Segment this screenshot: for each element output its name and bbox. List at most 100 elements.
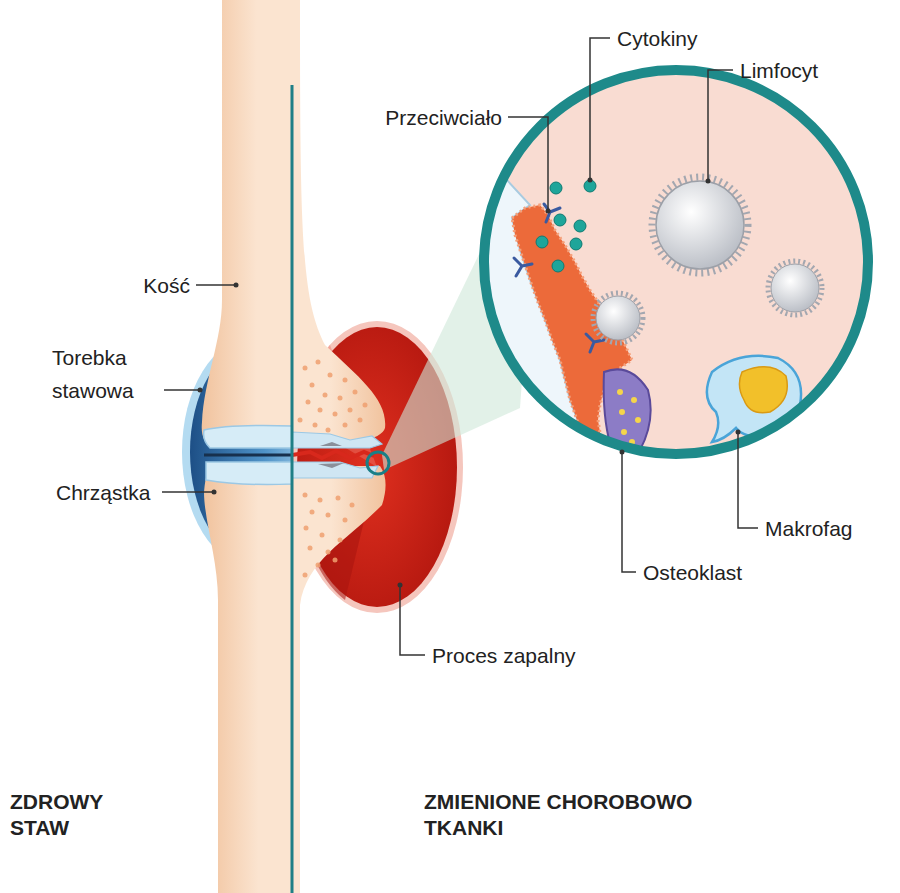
bone-erosion bbox=[303, 493, 308, 498]
macrophage-cell bbox=[707, 356, 801, 442]
bone-erosion bbox=[333, 558, 338, 563]
bone-erosion bbox=[304, 526, 309, 531]
bone bbox=[204, 466, 386, 893]
leader-dot bbox=[736, 430, 741, 435]
bone-erosion bbox=[343, 423, 348, 428]
bone bbox=[202, 0, 386, 893]
part-label: Kość bbox=[143, 273, 190, 298]
leader-line bbox=[196, 284, 236, 286]
osteoclast-cell bbox=[621, 429, 627, 435]
part-label: Makrofag bbox=[765, 516, 853, 541]
leader-line bbox=[162, 38, 758, 655]
bone-erosion bbox=[353, 390, 358, 395]
leader-dot bbox=[706, 179, 711, 184]
bone-erosion bbox=[308, 546, 313, 551]
cartilage bbox=[206, 462, 292, 485]
leader-line bbox=[738, 432, 758, 528]
lymphocyte-cell bbox=[652, 177, 748, 273]
bone-erosion bbox=[320, 533, 325, 538]
osteoclast-cell bbox=[617, 389, 641, 445]
section-heading: ZDROWY STAW bbox=[10, 789, 120, 841]
leader-dot bbox=[398, 583, 403, 588]
part-label: Torebka stawowa bbox=[52, 341, 160, 407]
leader-dot bbox=[620, 450, 625, 455]
cartilage bbox=[204, 454, 292, 457]
leader-line bbox=[162, 491, 214, 493]
bone-erosion bbox=[306, 400, 311, 405]
cytokine bbox=[574, 220, 586, 232]
part-label: Cytokiny bbox=[617, 26, 698, 51]
macrophage-cell bbox=[707, 356, 801, 442]
bone-erosion bbox=[328, 373, 333, 378]
eroded-cartilage bbox=[318, 463, 344, 468]
lymphocyte-cell bbox=[768, 261, 822, 315]
lymphocyte-cell bbox=[593, 293, 643, 343]
bone-erosion bbox=[343, 518, 348, 523]
leader-dot bbox=[198, 178, 741, 588]
eroded-cartilage bbox=[292, 451, 374, 458]
cytokine bbox=[550, 182, 562, 194]
eroded-cartilage bbox=[320, 442, 342, 446]
leader-line bbox=[400, 585, 425, 655]
bone-erosion bbox=[310, 383, 315, 388]
leader-dot bbox=[198, 388, 203, 393]
bone-erosion bbox=[298, 418, 303, 423]
antibody bbox=[514, 258, 532, 276]
leader-line bbox=[164, 389, 200, 391]
bone-erosion bbox=[316, 360, 321, 365]
cytokine bbox=[552, 260, 564, 272]
eroded-cartilage bbox=[292, 432, 382, 448]
divider-line bbox=[291, 85, 294, 893]
cytokine bbox=[554, 214, 566, 226]
leader-line bbox=[622, 452, 636, 572]
bone-erosion bbox=[318, 498, 323, 503]
osteoclast-cell bbox=[635, 417, 641, 423]
bone-erosion bbox=[326, 550, 331, 555]
bone-erosion bbox=[326, 513, 331, 518]
bone-erosion bbox=[323, 393, 328, 398]
part-label: Chrząstka bbox=[56, 480, 151, 505]
magnified-view bbox=[484, 70, 868, 454]
bone-erosion bbox=[338, 396, 343, 401]
osteoclast-cell bbox=[617, 389, 623, 395]
bone-erosion bbox=[318, 408, 323, 413]
osteoclast-cell bbox=[631, 397, 637, 403]
bone-erosion bbox=[333, 412, 338, 417]
bone-erosion bbox=[326, 428, 331, 433]
bone-erosion bbox=[336, 496, 341, 501]
zoom-marker bbox=[367, 452, 389, 474]
osteoclast-cell bbox=[619, 409, 625, 415]
cytokine bbox=[536, 236, 548, 248]
lymphocyte-cell bbox=[656, 181, 744, 269]
magnified-view bbox=[470, 70, 868, 480]
part-label: Przeciwciało bbox=[385, 105, 502, 130]
cartilage bbox=[204, 426, 292, 485]
part-label: Limfocyt bbox=[740, 58, 818, 83]
bone-erosion bbox=[313, 423, 318, 428]
leader-line bbox=[590, 38, 610, 179]
bone-erosion bbox=[363, 403, 368, 408]
lymphocyte-cell bbox=[771, 264, 819, 312]
bone-erosion bbox=[303, 573, 308, 578]
bone-erosion bbox=[358, 418, 363, 423]
cytokine bbox=[570, 238, 582, 250]
leader-line bbox=[708, 70, 733, 180]
leader-line bbox=[508, 117, 548, 210]
bone-erosion bbox=[348, 408, 353, 413]
cartilage bbox=[204, 426, 292, 449]
leader-dot bbox=[546, 209, 551, 214]
lymphocyte-cell bbox=[596, 296, 640, 340]
bone-erosion bbox=[316, 563, 321, 568]
antibody bbox=[514, 204, 604, 352]
part-label: Osteoklast bbox=[643, 560, 742, 585]
bone-erosion bbox=[343, 378, 348, 383]
section-heading: ZMIENIONE CHOROBOWO TKANKI bbox=[424, 789, 714, 841]
part-label: Proces zapalny bbox=[432, 643, 576, 668]
lymphocyte-cell bbox=[593, 177, 822, 343]
leader-dot bbox=[234, 283, 239, 288]
bone-erosion bbox=[298, 360, 368, 578]
macrophage-cell bbox=[739, 367, 787, 413]
leader-dot bbox=[588, 178, 593, 183]
